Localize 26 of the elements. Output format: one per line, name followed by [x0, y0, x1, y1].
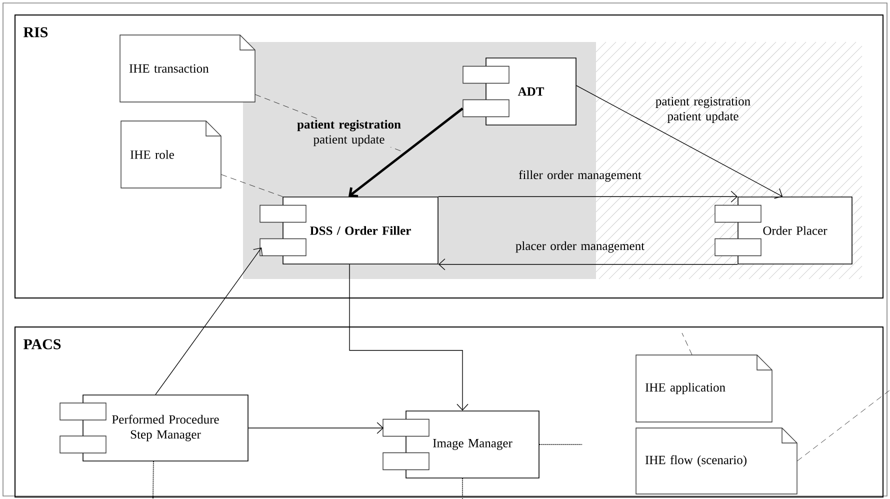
- edge-label: placer order management: [516, 241, 644, 253]
- edge-label: patient registration patient update: [296, 118, 402, 148]
- edge-label: filler order management: [518, 170, 642, 182]
- arrow: [576, 85, 783, 199]
- edge-label: patient registration patient update: [656, 97, 750, 123]
- arrow: [348, 108, 464, 198]
- note-box: IHE application: [636, 354, 772, 422]
- component-box: Order Placer: [714, 196, 852, 264]
- leader-line: [221, 174, 283, 197]
- leader-line: [797, 390, 890, 462]
- lifeline: [538, 444, 582, 445]
- arrow: [438, 258, 738, 270]
- leader-line: [682, 332, 692, 355]
- arrow: [438, 190, 738, 202]
- arrow: [349, 264, 468, 411]
- arrow: [155, 248, 263, 395]
- component-box: DSS / Order Filler: [260, 196, 438, 264]
- lifeline: [152, 460, 154, 499]
- lifeline: [462, 478, 463, 499]
- arrow: [248, 422, 384, 434]
- component-box: Performed Procedure Step Manager: [60, 394, 248, 462]
- component-box: ADT: [462, 58, 576, 126]
- note-box: IHE role: [120, 120, 222, 188]
- component-box: Image Manager: [382, 410, 540, 478]
- note-box: IHE flow (scenario): [636, 428, 798, 494]
- note-box: IHE transaction: [120, 34, 256, 102]
